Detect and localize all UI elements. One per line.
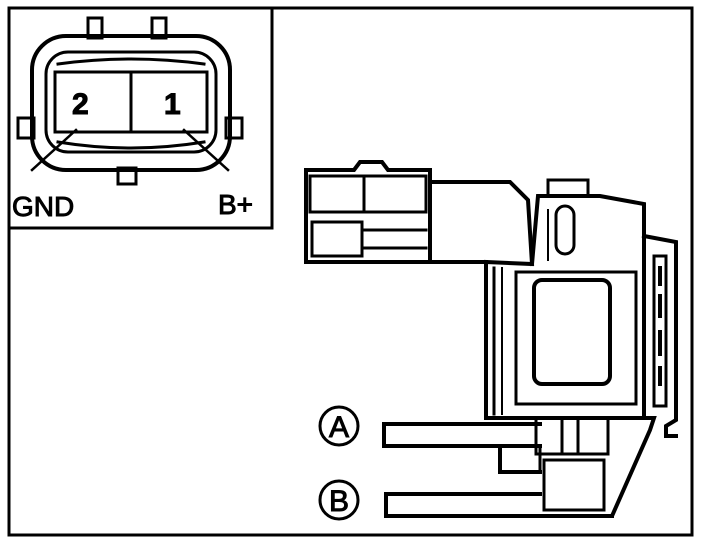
gnd-terminal-label: GND bbox=[12, 191, 74, 222]
port-b-label: B bbox=[329, 485, 349, 518]
bplus-terminal-label: B+ bbox=[218, 189, 253, 220]
connector-inset-frame bbox=[7, 6, 274, 230]
outer-border bbox=[7, 6, 694, 537]
port-b-circle bbox=[318, 479, 360, 521]
port-a-nipple bbox=[382, 422, 542, 448]
bplus-leader-line bbox=[182, 128, 230, 172]
port-a-circle bbox=[318, 405, 360, 447]
pin-1-number: 1 bbox=[164, 88, 181, 121]
port-b-nipple bbox=[384, 444, 614, 518]
port-a-label: A bbox=[329, 411, 349, 444]
connector-face bbox=[16, 16, 244, 186]
gnd-leader-line bbox=[30, 128, 78, 172]
sensor-body bbox=[304, 160, 678, 518]
pin-2-number: 2 bbox=[72, 88, 89, 121]
